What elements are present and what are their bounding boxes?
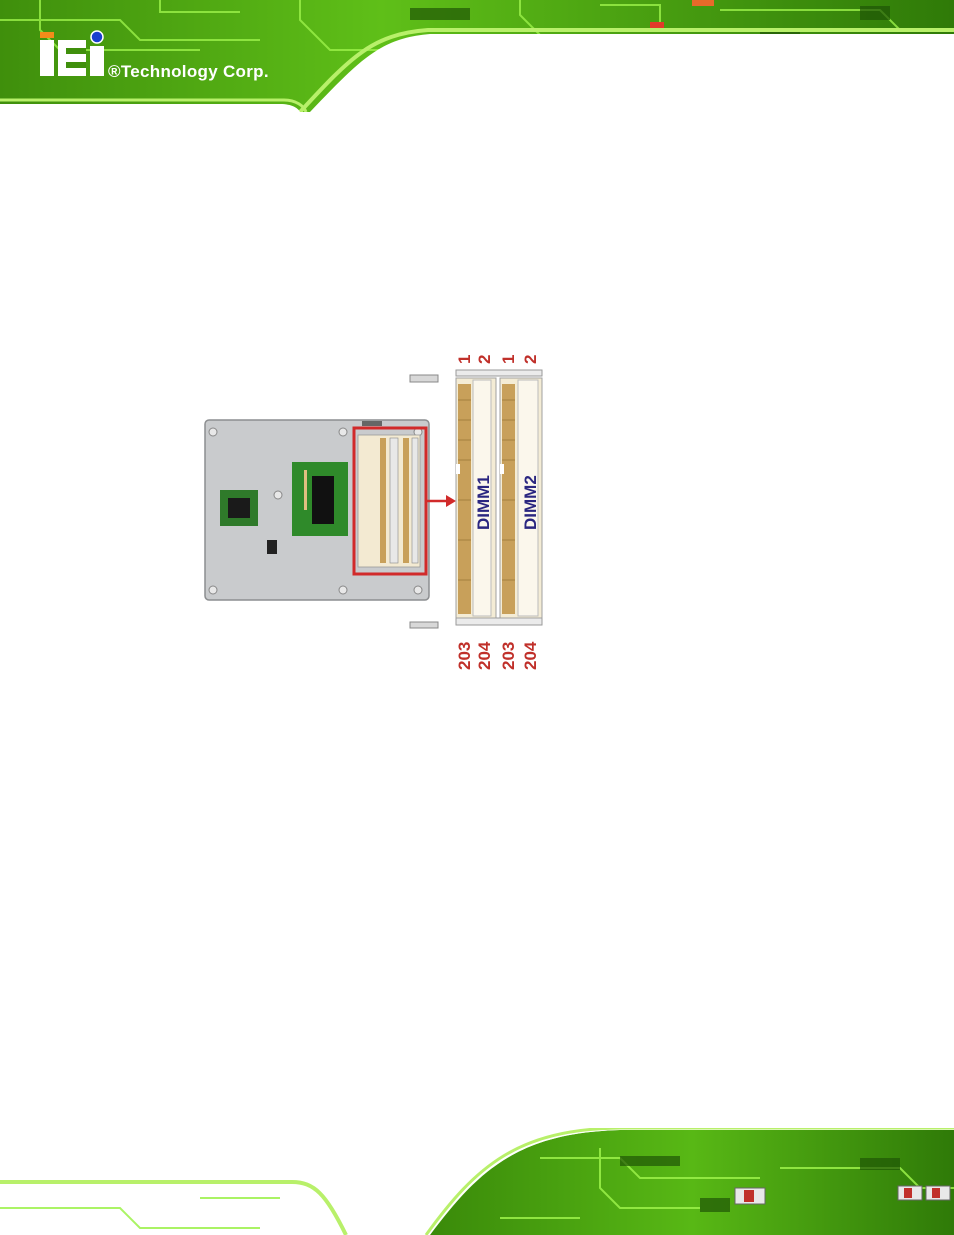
header-banner: ®Technology Corp. <box>0 0 954 112</box>
dimm1-pin-204-label: 204 <box>475 641 494 670</box>
footer-banner <box>0 1128 954 1235</box>
dimm1-pin-2-label: 2 <box>475 355 494 364</box>
callout-arrow <box>427 495 456 507</box>
dimm2-pin-204-label: 204 <box>521 641 540 670</box>
dimm2-pin-203-label: 203 <box>499 642 518 670</box>
dimm1-pin-1-label: 1 <box>455 355 474 364</box>
board-image <box>205 420 429 600</box>
dimm2-label: DIMM2 <box>521 475 540 530</box>
dimm1-pin-203-label: 203 <box>455 642 474 670</box>
brand-text: ®Technology Corp. <box>108 62 269 81</box>
dimm2-pin-1-label: 1 <box>499 355 518 364</box>
dimm-location-diagram: DIMM1 DIMM2 1 2 1 2 203 204 203 204 <box>200 340 560 680</box>
dimm2-pin-2-label: 2 <box>521 355 540 364</box>
dimm1-label: DIMM1 <box>474 475 493 530</box>
